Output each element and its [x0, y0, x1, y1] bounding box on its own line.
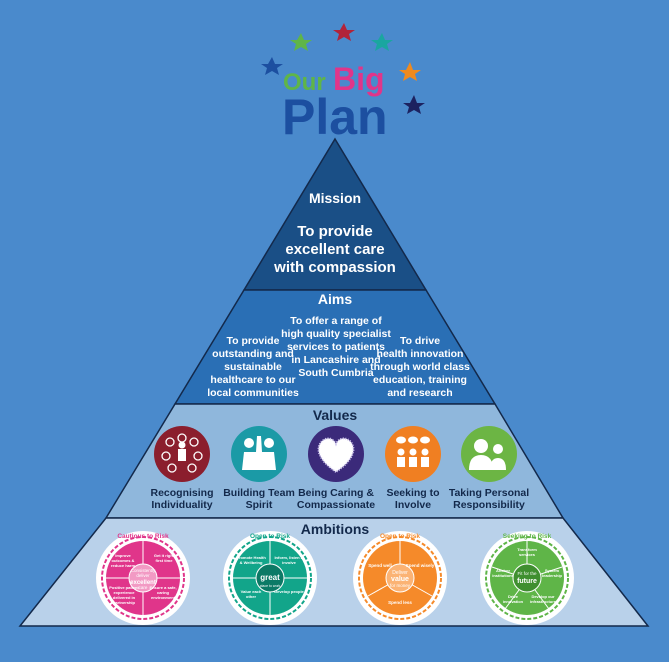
ambition-segment: Positive patient experience delivered in…: [109, 585, 139, 605]
logo-big: Big: [333, 61, 385, 97]
value-building-team-spirit: Building Team Spirit: [223, 426, 295, 511]
ambition-segment: Spend well: [368, 563, 392, 568]
risk-label: Cautious to Risk: [117, 533, 169, 540]
value-taking-personal-responsibility: Taking Personal Responsibility: [449, 426, 529, 511]
ambition-segment: Ensure a safe, caring environment: [149, 585, 177, 600]
aim-line: health innovation: [377, 348, 464, 360]
aim-1: To provide outstanding and sustainable h…: [207, 335, 299, 399]
ambition-center: Deliver: [392, 570, 408, 576]
aim-line: To drive: [400, 335, 440, 347]
mission-statement-line: excellent care: [285, 241, 384, 258]
logo: Our Big Plan: [261, 23, 425, 145]
person-group-icon: [461, 426, 517, 482]
ambition-segment: Spend wisely: [406, 563, 435, 568]
ambition-center: Fit for the: [517, 571, 537, 576]
value-label-line: Being Caring &: [298, 487, 374, 499]
value-label-line: Individuality: [151, 499, 212, 511]
ambition-center: deliver: [136, 573, 150, 578]
risk-label: Open to Risk: [380, 533, 420, 540]
ambition-segment: Transform services: [517, 547, 537, 557]
value-label-line: Building Team: [223, 487, 295, 499]
aim-line: South Cumbria: [298, 367, 373, 379]
value-label-line: Spirit: [246, 499, 273, 511]
ambition-center: care: [139, 585, 148, 590]
value-recognising-individuality: Recognising Individuality: [150, 426, 214, 511]
ambition-segment: Develop people: [274, 589, 304, 594]
ambition-segment: Develop our infrastructure: [530, 594, 556, 604]
star-icon: [403, 95, 425, 114]
value-seeking-to-involve: Seeking to Involve: [385, 426, 441, 511]
ambition-center: Consistently: [131, 568, 156, 573]
mission-statement-line: To provide: [297, 223, 373, 240]
aim-line: education, training: [373, 374, 467, 386]
aims-heading: Aims: [318, 291, 352, 307]
star-icon: [371, 33, 393, 51]
ambition-fit-for-the-future: Seeking to Risk Fit for the future Trans…: [480, 531, 574, 625]
ambition-segment: Spend less: [388, 600, 412, 605]
ambition-center: place to work: [260, 584, 281, 588]
value-label-line: Seeking to: [386, 487, 439, 499]
aim-line: To offer a range of: [290, 315, 382, 327]
value-label-line: Recognising: [150, 487, 213, 499]
ambition-segment: Inform, listen & involve: [274, 555, 304, 565]
ambitions-heading: Ambitions: [301, 521, 370, 537]
aim-line: local communities: [207, 387, 299, 399]
value-label-line: Involve: [395, 499, 431, 511]
logo-plan: Plan: [282, 89, 388, 145]
logo-our: Our: [283, 69, 326, 96]
ambition-segment: System leadership: [541, 568, 562, 578]
ambition-segment: Improve outcomes & reduce harm: [110, 553, 135, 568]
ambition-great-place-to-work: Open to Risk great place to work Promote…: [223, 531, 317, 625]
values-heading: Values: [313, 407, 358, 423]
mission-statement-line: with compassion: [273, 259, 396, 276]
aim-line: sustainable: [224, 361, 282, 373]
aim-line: To provide: [227, 335, 280, 347]
aim-line: in Lancashire and: [291, 354, 380, 366]
value-label-line: Compassionate: [297, 499, 375, 511]
mission-heading: Mission: [309, 190, 361, 206]
star-icon: [261, 57, 283, 75]
value-being-caring-compassionate: Being Caring & Compassionate: [297, 426, 375, 511]
ambition-center: excellent: [130, 580, 156, 586]
ambition-segment: Anchor institutions: [492, 568, 514, 578]
aim-line: outstanding and: [212, 348, 294, 360]
aim-line: high quality specialist: [281, 328, 391, 340]
aim-2: To offer a range of high quality special…: [281, 315, 391, 379]
aim-line: healthcare to our: [210, 374, 295, 386]
ambition-center: value: [391, 576, 409, 583]
aim-line: through world class: [370, 361, 470, 373]
star-icon: [333, 23, 355, 41]
ambition-consistently-deliver-excellent-care: Cautious to Risk Consistently deliver ex…: [96, 531, 190, 625]
risk-label: Seeking to Risk: [503, 533, 552, 540]
value-label-line: Taking Personal: [449, 487, 529, 499]
aim-line: and research: [387, 387, 452, 399]
ambition-center: great: [260, 573, 280, 582]
aim-line: services to patients: [287, 341, 385, 353]
star-icon: [399, 62, 421, 81]
ambition-center: future: [517, 578, 537, 585]
risk-label: Open to Risk: [250, 533, 290, 540]
aim-3: To drive health innovation through world…: [370, 335, 470, 399]
value-label-line: Responsibility: [453, 499, 525, 511]
ambition-center: for money: [390, 583, 411, 588]
ambition-segment: Promote Health & Wellbeing: [236, 555, 266, 565]
star-icon: [290, 33, 312, 51]
ambition-segment: Drive innovation: [502, 594, 524, 604]
ambition-deliver-value-for-money: Open to Risk Deliver value for money Spe…: [353, 531, 447, 625]
ambition-segment: Value each other: [240, 589, 262, 599]
ambition-segment: Get it right first time: [153, 553, 175, 563]
